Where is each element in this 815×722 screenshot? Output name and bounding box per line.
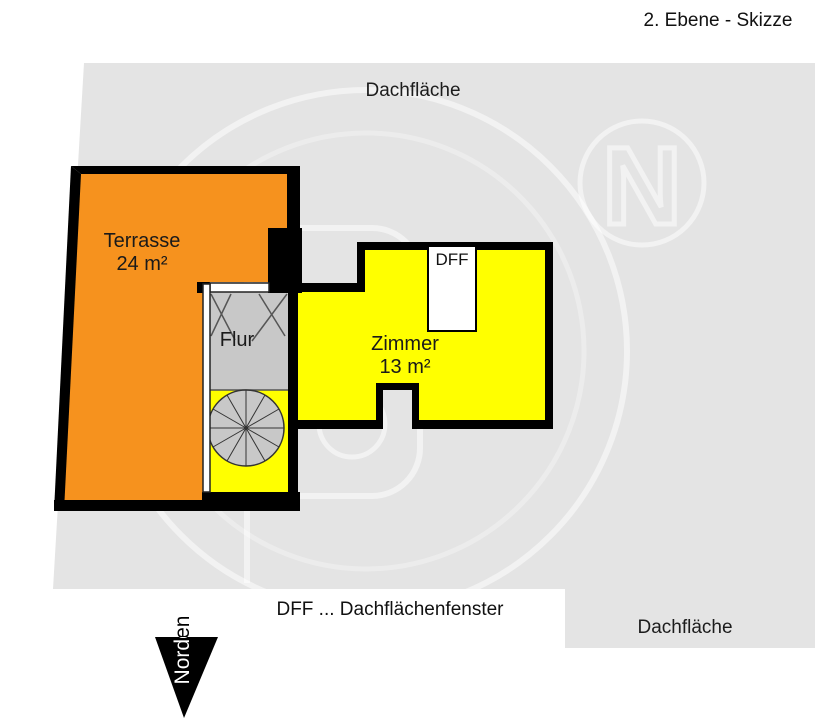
window-horizontal xyxy=(209,282,270,293)
watermark-n-letter: N xyxy=(602,125,681,248)
terrace-name: Terrasse xyxy=(103,230,181,252)
north-arrow-triangle xyxy=(155,637,218,718)
skylight-rect xyxy=(427,245,477,332)
room-area xyxy=(298,250,545,420)
skylight-label: DFF xyxy=(435,250,469,269)
north-label: Norden xyxy=(171,616,194,685)
hallway-slope-lines xyxy=(210,293,288,342)
hallway-label: Flur xyxy=(219,329,255,351)
terrace-area-value: 24 m² xyxy=(116,253,168,275)
room-name: Zimmer xyxy=(371,333,439,355)
terrace-windows xyxy=(197,282,270,493)
north-arrow: Norden Norden xyxy=(155,616,218,718)
spiral-staircase xyxy=(207,389,285,467)
terrace-label: Terrasse 24 m² xyxy=(81,230,203,276)
terrace-area xyxy=(62,174,287,500)
north-label-on-arrow: Norden xyxy=(171,616,194,685)
roof-label-bottom: Dachfläche xyxy=(637,617,733,638)
watermark-n-circle xyxy=(577,118,707,248)
legend-text: DFF ... Dachflächenfenster xyxy=(276,599,504,620)
room-area-value: 13 m² xyxy=(379,356,431,378)
window-vertical xyxy=(202,283,211,493)
room-label: Zimmer 13 m² xyxy=(343,333,467,379)
roof-label-top: Dachfläche xyxy=(365,80,461,101)
hallway-area xyxy=(210,292,288,390)
page-title: 2. Ebene - Skizze xyxy=(643,10,793,31)
